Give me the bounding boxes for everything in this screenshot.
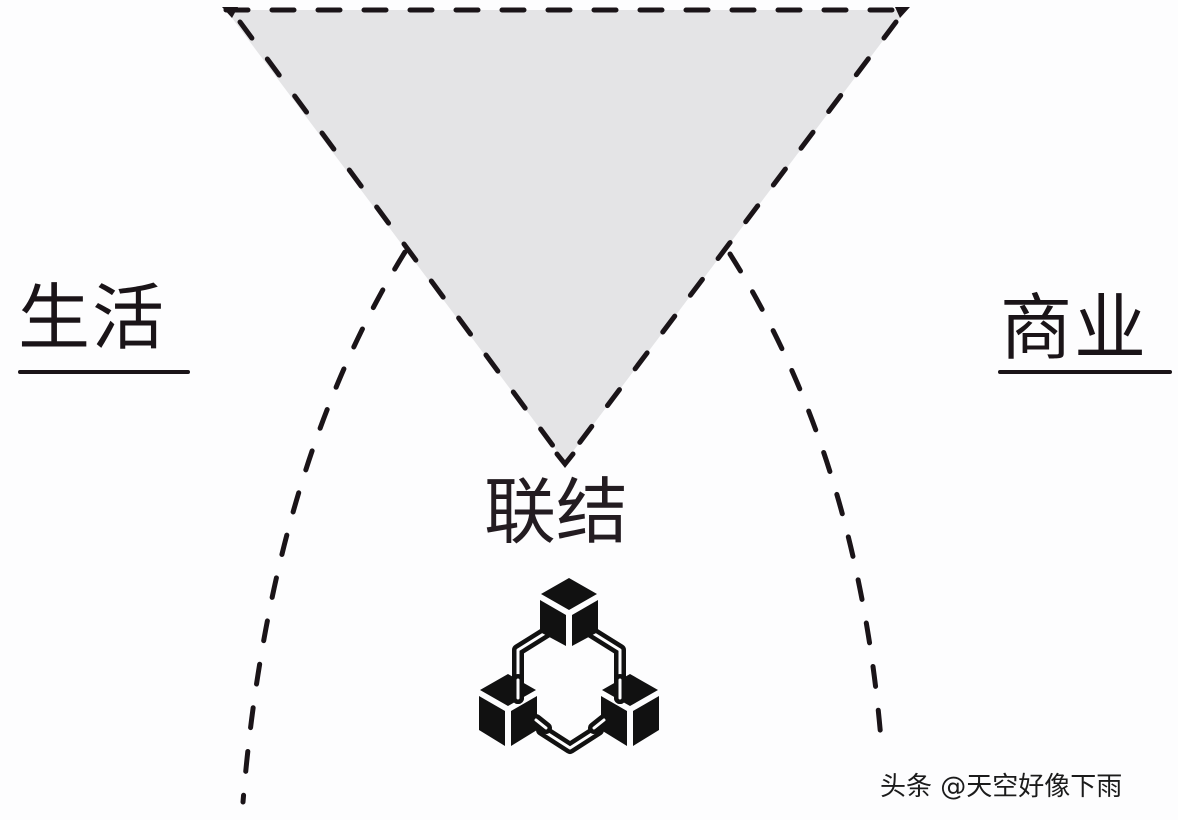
life-underline — [18, 370, 190, 374]
triangle-right-edge — [562, 19, 899, 465]
life-label: 生活 — [18, 276, 167, 360]
connection-label: 联结 — [484, 470, 629, 554]
blockchain-network-icon — [470, 570, 670, 760]
triangle-corner-left — [222, 7, 238, 18]
cube-right — [601, 674, 659, 746]
watermark-text: 头条 @天空好像下雨 — [880, 772, 1123, 802]
business-label: 商业 — [1000, 286, 1149, 370]
triangle-corner-right — [895, 7, 910, 18]
triangle-left-edge — [237, 19, 568, 465]
funnel-triangle — [226, 10, 906, 462]
left-dashed-curve — [240, 249, 408, 805]
triangle-apex — [554, 451, 576, 469]
right-dashed-curve — [727, 251, 885, 755]
business-underline — [998, 370, 1172, 374]
cube-top — [540, 578, 598, 646]
cube-left — [479, 674, 537, 746]
